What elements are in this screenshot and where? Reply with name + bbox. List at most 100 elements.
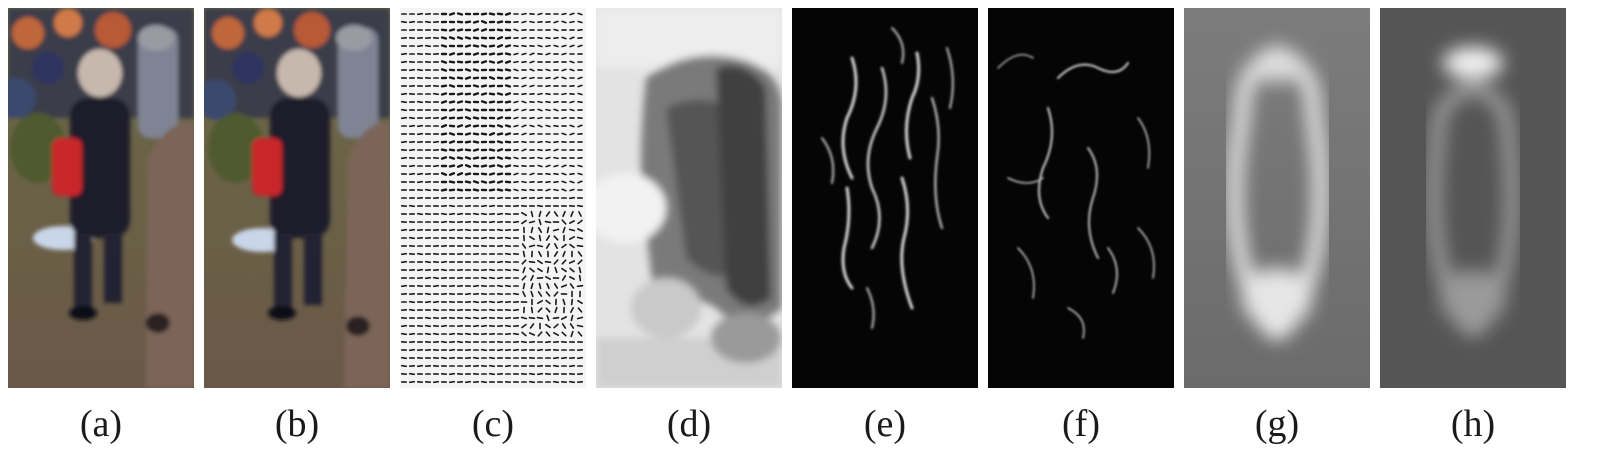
flow-vector [409, 308, 415, 312]
flow-vector [400, 332, 407, 336]
flow-vector [464, 172, 472, 176]
flow-vector [440, 44, 448, 48]
flow-vector [546, 226, 550, 234]
flow-vector [480, 44, 488, 48]
flow-vector [456, 76, 464, 80]
flow-vector [481, 204, 487, 208]
flow-vector [489, 356, 495, 360]
flow-vector [409, 228, 415, 232]
flow-vector [400, 228, 407, 232]
flow-vector [569, 172, 575, 176]
flow-vector [472, 108, 480, 112]
flow-vector [448, 140, 456, 144]
flow-vector [465, 316, 471, 320]
flow-vector [400, 260, 407, 264]
flow-vector [513, 60, 519, 64]
flow-vector [448, 84, 456, 88]
flow-vector [513, 44, 519, 48]
flow-vector [577, 228, 583, 232]
flow-vector [521, 275, 527, 281]
flow-vector [456, 28, 464, 32]
flow-vector [497, 348, 503, 352]
flow-vector [529, 267, 535, 273]
flow-vector [448, 348, 456, 352]
flow-vector [497, 196, 503, 200]
flow-vector [553, 356, 559, 360]
flow-vector [504, 84, 512, 88]
panel-d-image [596, 8, 782, 388]
edge-response-map-e [792, 8, 978, 388]
flow-vector [456, 124, 464, 128]
flow-vector [409, 332, 415, 336]
flow-vector [456, 36, 464, 40]
flow-vector [464, 116, 472, 120]
flow-vector [440, 220, 448, 224]
flow-vector [537, 100, 543, 104]
flow-vector [481, 316, 487, 320]
flow-vector [553, 180, 559, 184]
flow-vector [480, 132, 488, 136]
flow-vector [400, 140, 407, 144]
flow-vector [521, 84, 527, 88]
flow-vector [424, 188, 432, 192]
flow-vector [545, 148, 551, 152]
flow-vector [537, 12, 543, 16]
flow-vector [488, 148, 496, 152]
flow-vector [545, 124, 551, 128]
flow-vector [521, 140, 527, 144]
flow-vector [496, 156, 504, 160]
flow-vector [424, 316, 432, 320]
panel-g-image [1184, 8, 1370, 388]
flow-vector [448, 132, 456, 136]
flow-vector [409, 124, 415, 128]
flow-vector [488, 172, 496, 176]
flow-vector [440, 356, 448, 360]
flow-vector [448, 28, 456, 32]
flow-vector [538, 251, 542, 257]
flow-vector [497, 260, 503, 264]
flow-vector [569, 124, 575, 128]
flow-vector [529, 235, 535, 241]
flow-vector [521, 340, 527, 344]
flow-vector [569, 132, 575, 136]
flow-vector [448, 156, 456, 160]
flow-vector [464, 164, 472, 168]
flow-vector [505, 284, 511, 288]
flow-vector [561, 259, 567, 265]
flow-vector [536, 244, 544, 248]
flow-vector [432, 332, 440, 336]
flow-vector [456, 340, 464, 344]
flow-vector [488, 52, 496, 56]
flow-vector [552, 228, 560, 232]
flow-vector [440, 340, 448, 344]
flow-vector [465, 380, 471, 384]
flow-vector [545, 156, 551, 160]
flow-vector [496, 148, 504, 152]
flow-vector [569, 188, 575, 192]
flow-vector [456, 12, 464, 16]
flow-vector [521, 132, 527, 136]
flow-vector [504, 156, 512, 160]
flow-vector [448, 60, 456, 64]
flow-vector [465, 228, 471, 232]
flow-vector [448, 52, 456, 56]
flow-vector [577, 331, 583, 337]
flow-vector [529, 323, 535, 329]
flow-vector [537, 196, 543, 200]
flow-vector [529, 172, 535, 176]
flow-vector [553, 251, 559, 257]
flow-vector [537, 116, 543, 120]
flow-vector [504, 100, 512, 104]
flow-vector [504, 60, 512, 64]
flow-vector [472, 84, 480, 88]
flow-vector [537, 124, 543, 128]
flow-vector [522, 290, 526, 298]
flow-vector [553, 380, 559, 384]
flow-vector [569, 12, 575, 16]
flow-vector [472, 140, 480, 144]
flow-vector [416, 124, 424, 128]
rgb-frame-b [204, 8, 390, 388]
flow-vector [448, 100, 456, 104]
flow-vector [440, 148, 448, 152]
flow-vector [569, 380, 575, 384]
